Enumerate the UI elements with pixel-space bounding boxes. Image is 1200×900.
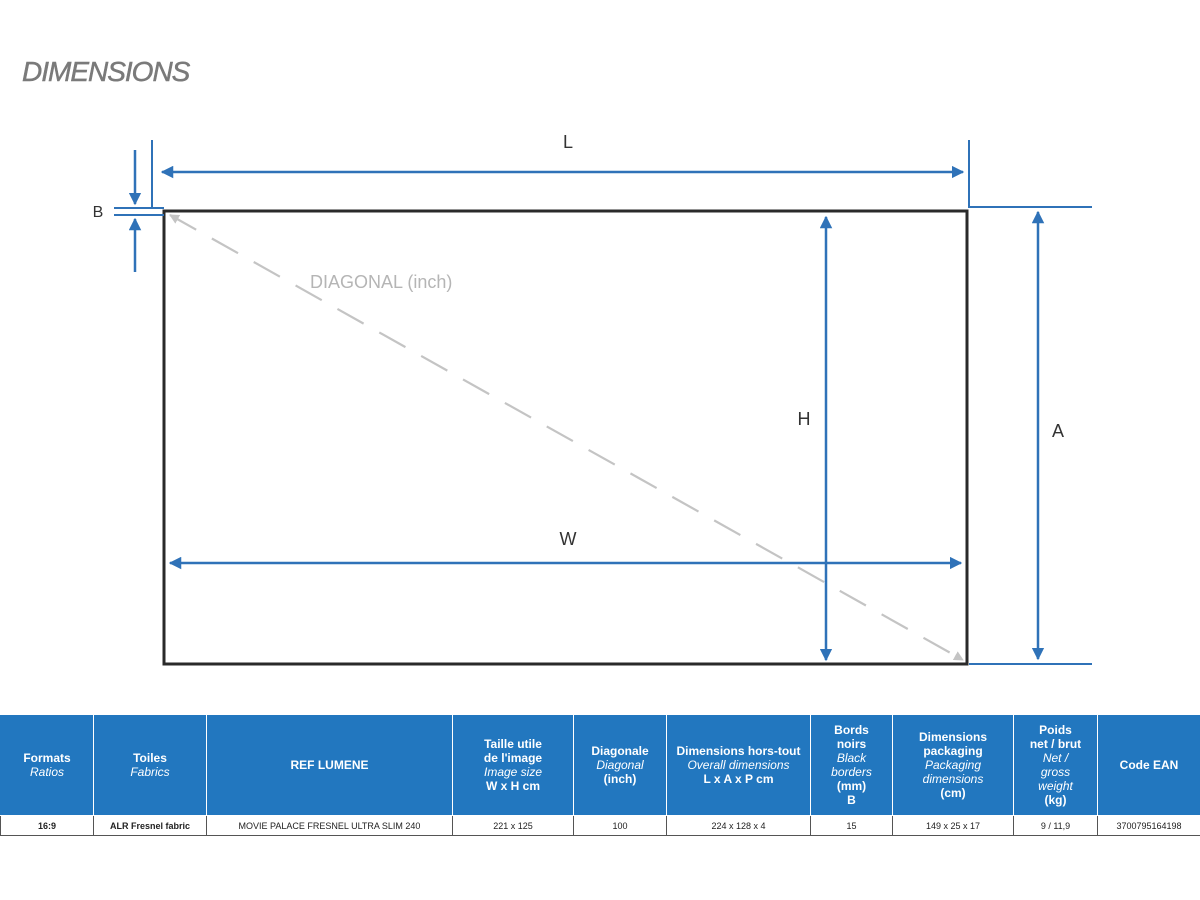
header-line: REF LUMENE	[290, 758, 369, 772]
header-line: Bords	[834, 723, 869, 737]
h-label: H	[798, 409, 811, 429]
l-label: L	[563, 132, 573, 152]
header-line: Toiles	[133, 751, 167, 765]
table-header-cell: Code EAN	[1097, 714, 1200, 816]
header-line: noirs	[836, 737, 867, 751]
b-label: B	[93, 204, 104, 221]
header-line: Diagonale	[591, 744, 649, 758]
header-line: Overall dimensions	[687, 758, 790, 772]
header-line: packaging	[923, 744, 983, 758]
header-line: Packaging	[924, 758, 982, 772]
header-line: Ratios	[29, 765, 64, 779]
diagonal-line	[169, 214, 964, 661]
header-line: net / brut	[1029, 737, 1082, 751]
a-label: A	[1052, 421, 1064, 441]
header-line: borders	[831, 765, 872, 779]
header-line: Diagonal	[596, 758, 644, 772]
header-line: Net /	[1042, 751, 1069, 765]
header-line: Image size	[483, 765, 543, 779]
header-line: (mm)	[836, 779, 867, 793]
table-cell: ALR Fresnel fabric	[93, 815, 207, 836]
table-cell: 224 x 128 x 4	[666, 815, 811, 836]
page-title: DIMENSIONS	[22, 56, 191, 88]
header-line: Taille utile	[484, 737, 542, 751]
table-cell: 149 x 25 x 17	[892, 815, 1014, 836]
header-line: (cm)	[940, 786, 966, 800]
table-cell: 9 / 11,9	[1013, 815, 1098, 836]
table-cell: 15	[810, 815, 893, 836]
table-cell: 100	[573, 815, 667, 836]
diagonal-label: DIAGONAL (inch)	[310, 272, 452, 292]
header-line: de l'image	[483, 751, 543, 765]
header-line: W x H cm	[485, 779, 540, 793]
table-header-cell: REF LUMENE	[206, 714, 453, 816]
header-line: gross	[1040, 765, 1071, 779]
header-line: Fabrics	[130, 765, 170, 779]
table-cell: 221 x 125	[452, 815, 574, 836]
header-line: weight	[1038, 779, 1073, 793]
header-line: Poids	[1039, 723, 1072, 737]
header-line: (inch)	[603, 772, 637, 786]
header-line: L x A x P cm	[703, 772, 774, 786]
header-line: Dimensions hors-tout	[676, 744, 801, 758]
header-line: Code EAN	[1119, 758, 1179, 772]
w-label: W	[560, 529, 577, 549]
dimension-diagram: DIAGONAL (inch) L B H A W	[93, 132, 1092, 666]
screen-frame	[162, 209, 969, 666]
table-cell: MOVIE PALACE FRESNEL ULTRA SLIM 240	[206, 815, 453, 836]
header-line: (kg)	[1044, 793, 1067, 807]
table-cell: 16:9	[0, 815, 94, 836]
header-line: dimensions	[922, 772, 984, 786]
header-line: Formats	[23, 751, 71, 765]
header-line: B	[847, 793, 856, 807]
table-cell: 3700795164198	[1097, 815, 1200, 836]
header-line: Black	[836, 751, 867, 765]
header-line: Dimensions	[918, 730, 987, 744]
